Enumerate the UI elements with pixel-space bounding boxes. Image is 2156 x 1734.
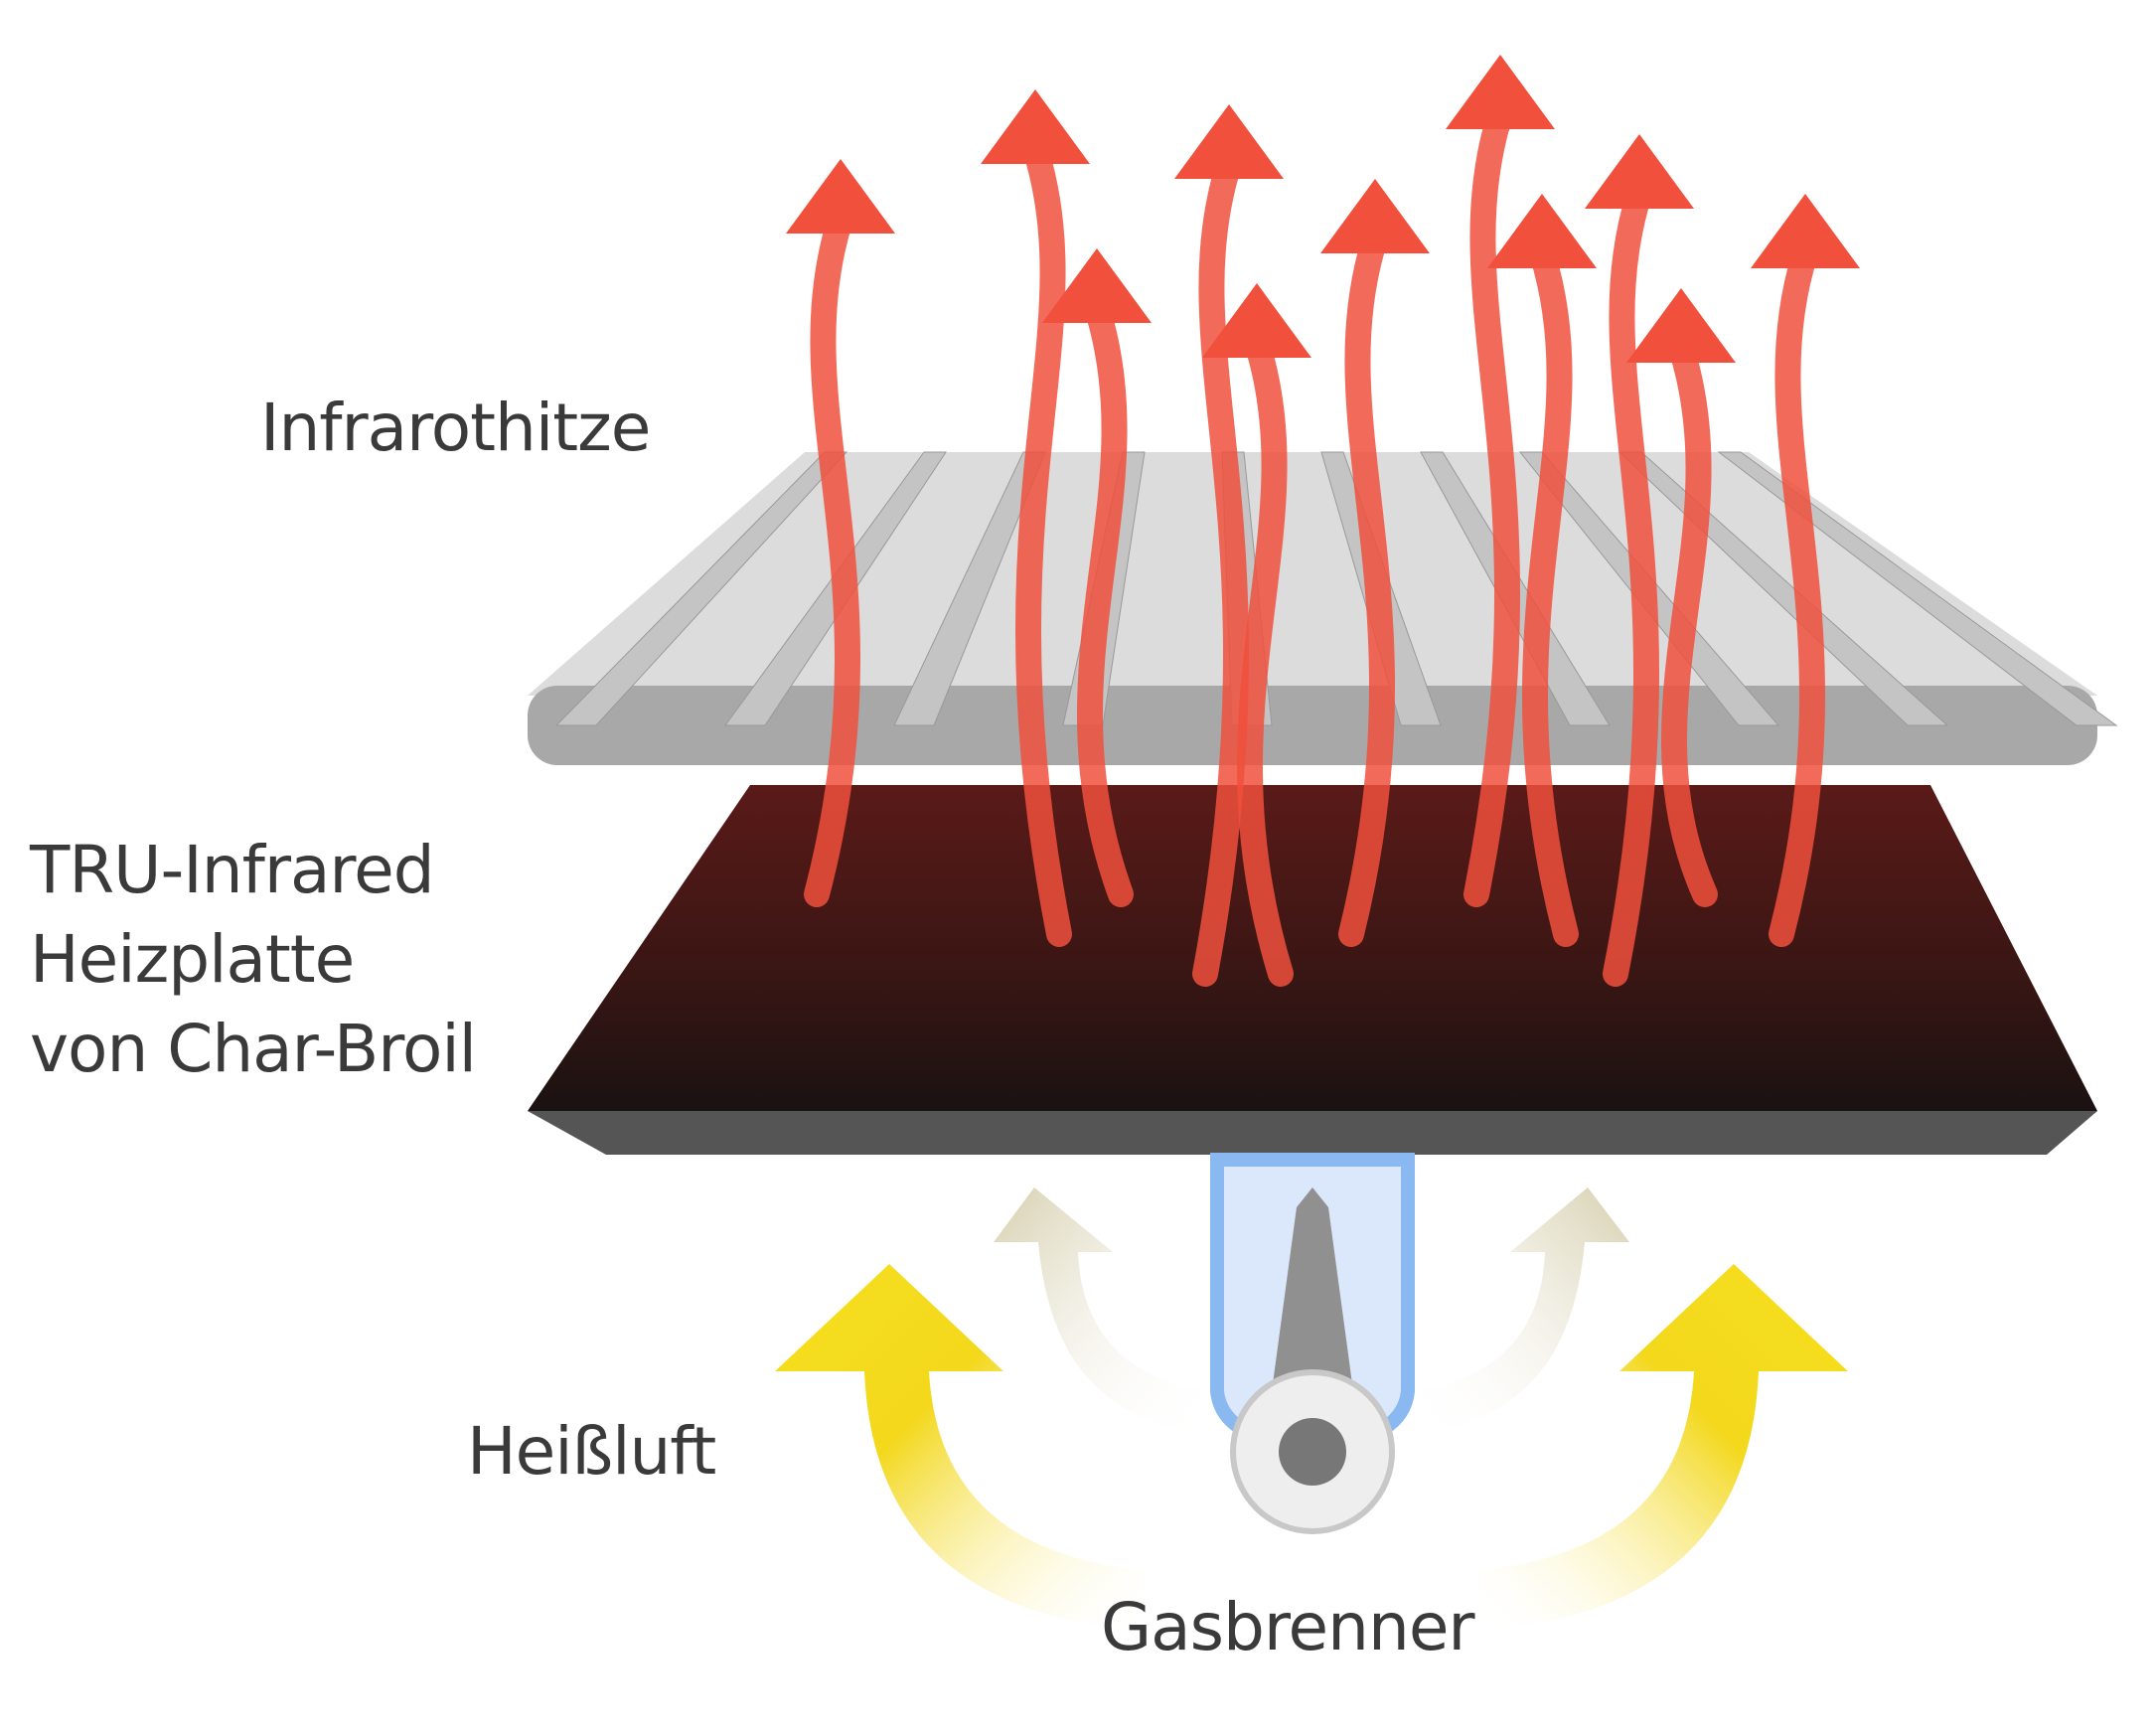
- infrared-arrow-head-icon: [1042, 248, 1152, 323]
- label-heat-plate-line3: von Char-Broil: [30, 1011, 477, 1087]
- label-heat-plate-line2: Heizplatte: [30, 921, 355, 998]
- secondary-air-arrows: [994, 1187, 1629, 1431]
- infrared-arrow-head-icon: [1626, 288, 1736, 363]
- infrared-arrow-shaft: [1237, 330, 1294, 987]
- infrared-arrow-shaft: [1660, 335, 1718, 907]
- label-heat-plate-line1: TRU-Infrared: [30, 832, 435, 908]
- infrared-arrow-head-icon: [1174, 104, 1284, 179]
- infrared-arrow-shaft: [1522, 240, 1579, 947]
- grate-bar: [1717, 451, 2118, 726]
- gas-burner-icon: [1210, 1153, 1415, 1534]
- infrared-arrow-head-icon: [1487, 194, 1597, 268]
- infrared-arrow-head-icon: [1751, 194, 1860, 268]
- infrared-arrow-shaft: [1603, 181, 1660, 987]
- heat-plate: [528, 785, 2097, 1155]
- infrared-arrow-head-icon: [981, 89, 1090, 164]
- infrared-arrow-shaft: [1192, 151, 1249, 987]
- infrared-arrow-shaft: [1769, 240, 1825, 947]
- infrared-heat-arrows: [786, 55, 1860, 987]
- infrared-arrow-shaft: [1463, 101, 1521, 907]
- grill-grate: [528, 451, 2118, 765]
- label-hot-air: Heißluft: [467, 1413, 716, 1490]
- infrared-arrow-head-icon: [786, 159, 895, 234]
- infrared-arrow-shaft: [1077, 295, 1134, 907]
- infrared-arrow-shaft: [804, 206, 860, 907]
- label-infrared-heat: Infrarothitze: [260, 390, 651, 466]
- infrared-arrow-head-icon: [1446, 55, 1555, 129]
- label-gas-burner: Gasbrenner: [1101, 1589, 1475, 1665]
- infrared-arrow-head-icon: [1202, 283, 1311, 358]
- hot-air-arrows: [775, 1264, 1848, 1630]
- infrared-arrow-head-icon: [1320, 179, 1430, 253]
- infrared-arrow-shaft: [1015, 136, 1072, 947]
- infrared-arrow-shaft: [1338, 226, 1395, 947]
- infrared-arrow-head-icon: [1585, 134, 1694, 209]
